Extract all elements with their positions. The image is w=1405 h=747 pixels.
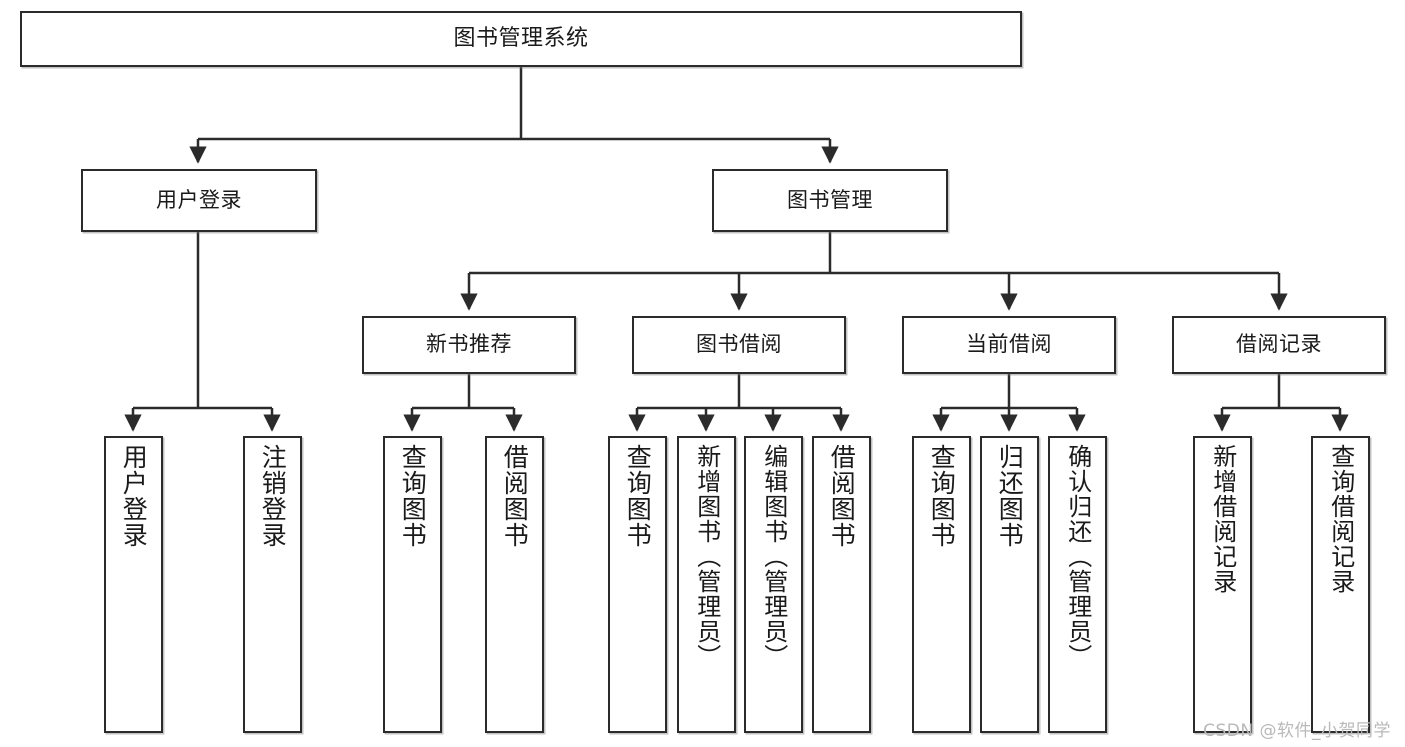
leaf-search-book-current[interactable]: 查询图书 bbox=[912, 436, 971, 733]
watermark: CSDN @软件_小贺同学 bbox=[1203, 721, 1391, 741]
node-label: 查询图书 bbox=[927, 444, 957, 548]
node-label: 借阅记录 bbox=[1236, 332, 1322, 357]
node-label: 查询图书 bbox=[623, 444, 653, 548]
node-root[interactable]: 图书管理系统 bbox=[20, 11, 1022, 67]
node-label: 新增借阅记录 bbox=[1208, 444, 1237, 594]
node-label: 用户登录 bbox=[156, 187, 242, 212]
node-label: 借阅图书 bbox=[500, 444, 530, 548]
node-label: 新增图书（管理员） bbox=[692, 444, 721, 669]
node-label: 用户登录 bbox=[119, 444, 149, 548]
node-book-borrow[interactable]: 图书借阅 bbox=[632, 316, 846, 374]
leaf-edit-book-admin[interactable]: 编辑图书（管理员） bbox=[744, 436, 803, 733]
leaf-search-book-borrow[interactable]: 查询图书 bbox=[608, 436, 667, 733]
node-label: 编辑图书（管理员） bbox=[759, 444, 788, 669]
node-user-login[interactable]: 用户登录 bbox=[81, 169, 317, 232]
node-label: 归还图书 bbox=[995, 444, 1025, 548]
node-label: 查询图书 bbox=[398, 444, 428, 548]
leaf-search-book-recommend[interactable]: 查询图书 bbox=[383, 436, 442, 733]
node-label: 新书推荐 bbox=[426, 332, 512, 357]
leaf-borrow-book-recommend[interactable]: 借阅图书 bbox=[485, 436, 544, 733]
node-label: 确认归还（管理员） bbox=[1063, 444, 1092, 669]
node-new-book-recommend[interactable]: 新书推荐 bbox=[362, 316, 576, 374]
leaf-search-borrow-record[interactable]: 查询借阅记录 bbox=[1311, 436, 1370, 733]
node-borrow-record[interactable]: 借阅记录 bbox=[1172, 316, 1386, 374]
node-label: 当前借阅 bbox=[966, 332, 1052, 357]
node-label: 注销登录 bbox=[258, 444, 288, 548]
node-label: 借阅图书 bbox=[827, 444, 857, 548]
node-label: 图书管理 bbox=[787, 187, 873, 212]
leaf-borrow-book[interactable]: 借阅图书 bbox=[812, 436, 871, 733]
node-book-management[interactable]: 图书管理 bbox=[712, 169, 948, 232]
leaf-logout[interactable]: 注销登录 bbox=[243, 436, 302, 733]
leaf-user-login[interactable]: 用户登录 bbox=[104, 436, 163, 733]
leaf-confirm-return-admin[interactable]: 确认归还（管理员） bbox=[1048, 436, 1107, 733]
node-label: 图书管理系统 bbox=[453, 25, 589, 51]
leaf-return-book[interactable]: 归还图书 bbox=[980, 436, 1039, 733]
node-label: 图书借阅 bbox=[696, 332, 782, 357]
leaf-add-borrow-record[interactable]: 新增借阅记录 bbox=[1193, 436, 1252, 733]
node-current-borrow[interactable]: 当前借阅 bbox=[902, 316, 1116, 374]
node-label: 查询借阅记录 bbox=[1326, 444, 1355, 594]
leaf-add-book-admin[interactable]: 新增图书（管理员） bbox=[677, 436, 736, 733]
